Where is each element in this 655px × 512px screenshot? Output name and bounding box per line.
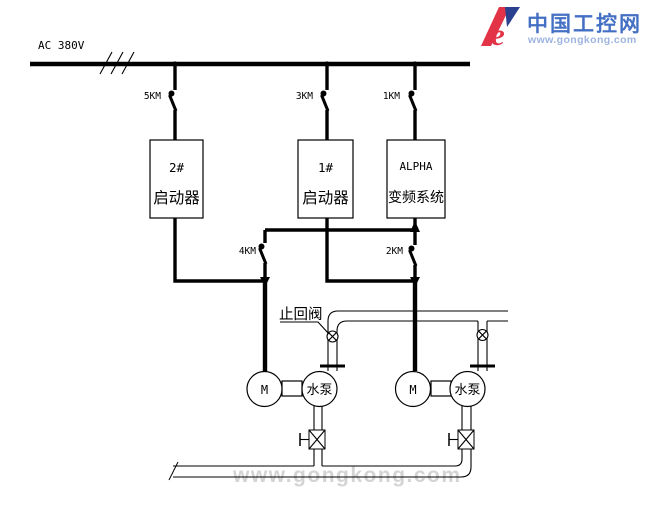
starter-1-line1: 1# bbox=[318, 160, 334, 175]
vfd-line2: 变频系统 bbox=[388, 189, 444, 205]
logo-subtitle: www.gongkong.com bbox=[527, 34, 637, 46]
logo-title: 中国工控网 bbox=[527, 12, 642, 36]
starter-2-line2: 启动器 bbox=[153, 189, 200, 207]
pump-1 bbox=[301, 370, 338, 408]
contactor-4km-label: 4KM bbox=[239, 246, 256, 257]
check-valve-label: 止回阀 bbox=[279, 306, 323, 323]
coupling-1 bbox=[281, 380, 303, 397]
breaker-1km-label: 1KM bbox=[383, 91, 400, 102]
contactor-2km bbox=[408, 230, 420, 287]
starter-2-line1: 2# bbox=[169, 160, 185, 175]
motor-pump-set-1: M 水泵 bbox=[246, 370, 338, 408]
motor-1-label: M bbox=[261, 383, 268, 397]
contactor-2km-label: 2KM bbox=[386, 246, 403, 257]
coupling-2 bbox=[430, 380, 452, 397]
pipe-open-end bbox=[168, 461, 179, 481]
check-valve-right bbox=[476, 328, 489, 342]
breaker-1km bbox=[408, 64, 418, 140]
power-bus bbox=[30, 51, 470, 75]
pump-2-label: 水泵 bbox=[454, 382, 480, 397]
vfd-box: ALPHA 变频系统 bbox=[386, 139, 446, 219]
logo-slash-mark bbox=[481, 7, 510, 46]
contactor-4km bbox=[258, 230, 270, 287]
pump-2 bbox=[449, 370, 486, 408]
breaker-3km-label: 3KM bbox=[296, 91, 313, 102]
motor-2 bbox=[394, 370, 432, 408]
gongkong-logo: e 中国工控网 www.gongkong.com bbox=[481, 7, 642, 52]
starter-2-box: 2# 启动器 bbox=[149, 139, 204, 219]
starter-2-output-wire bbox=[173, 218, 265, 283]
discharge-pipe bbox=[320, 310, 508, 371]
motor-1 bbox=[246, 370, 283, 408]
gate-valve-right bbox=[448, 429, 475, 450]
suction-pipe bbox=[168, 406, 472, 481]
logo-triangle-mark bbox=[505, 7, 520, 27]
check-valve-left bbox=[326, 330, 339, 343]
motor-pump-set-2: M 水泵 bbox=[394, 370, 486, 408]
supply-label: AC 380V bbox=[38, 39, 85, 52]
pump-1-label: 水泵 bbox=[306, 382, 332, 397]
logo-e-mark: e bbox=[491, 17, 505, 52]
starter-1-box: 1# 启动器 bbox=[297, 139, 354, 219]
starter-1-output-wire bbox=[325, 218, 415, 283]
three-phase-marks bbox=[99, 51, 135, 75]
breaker-5km bbox=[168, 64, 178, 140]
motor-2-label: M bbox=[409, 383, 416, 397]
gate-valve-left bbox=[299, 429, 326, 450]
breaker-3km bbox=[320, 64, 330, 140]
starter-1-line2: 启动器 bbox=[302, 189, 349, 207]
vfd-line1: ALPHA bbox=[399, 160, 432, 173]
watermark-text: www.gongkong.com bbox=[232, 464, 462, 487]
check-valve-callout: 止回阀 bbox=[279, 306, 330, 335]
breaker-5km-label: 5KM bbox=[144, 91, 161, 102]
